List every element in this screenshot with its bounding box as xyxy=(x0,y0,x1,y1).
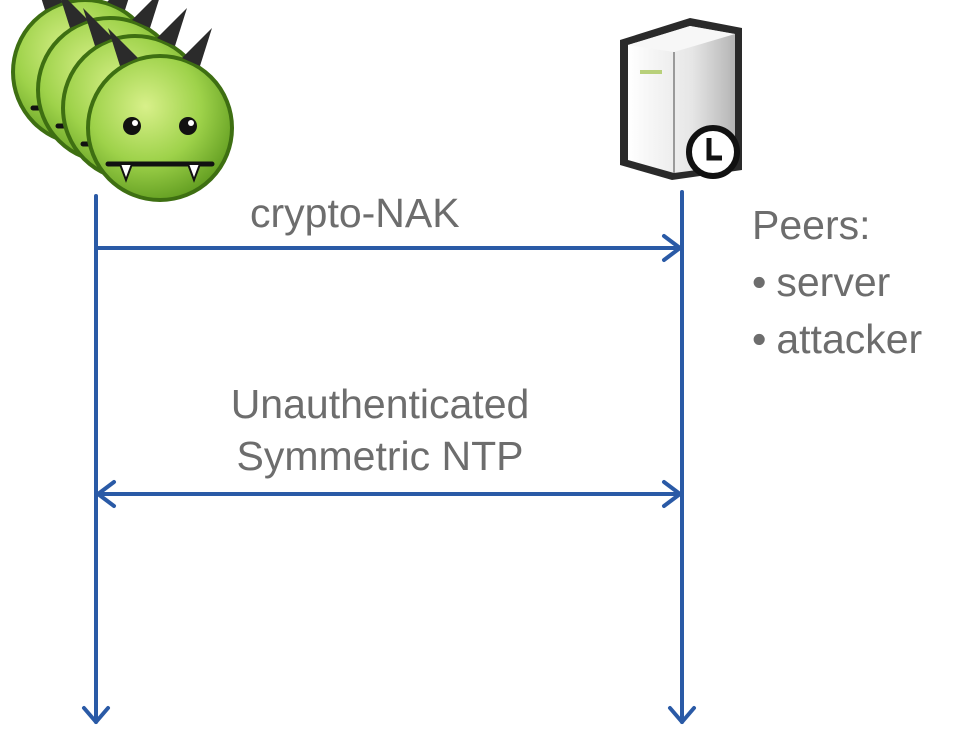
symmetric-ntp-label-line-2: Symmetric NTP xyxy=(236,433,524,479)
peers-item-server: •server xyxy=(752,254,922,311)
peers-title: Peers: xyxy=(752,202,871,248)
symmetric-ntp-arrowhead-right xyxy=(662,480,682,508)
symmetric-ntp-arrowhead-left xyxy=(96,480,116,508)
bullet-icon: • xyxy=(752,316,767,362)
symmetric-ntp-label-line-1: Unauthenticated xyxy=(230,381,530,427)
peers-list: Peers: •server •attacker xyxy=(752,197,922,368)
crypto-nak-arrowhead xyxy=(662,234,682,262)
monster-group-icon xyxy=(13,0,232,200)
peers-item-label: server xyxy=(776,259,891,305)
server-clock-icon xyxy=(620,18,742,180)
attacker-lifeline-arrowhead xyxy=(82,706,110,724)
bullet-icon: • xyxy=(752,259,767,305)
peers-item-label: attacker xyxy=(776,316,923,362)
symmetric-ntp-label: Unauthenticated Symmetric NTP xyxy=(180,378,580,482)
crypto-nak-label: crypto-NAK xyxy=(250,190,460,236)
server-lifeline-arrowhead xyxy=(668,706,696,724)
peers-item-attacker: •attacker xyxy=(752,311,922,368)
